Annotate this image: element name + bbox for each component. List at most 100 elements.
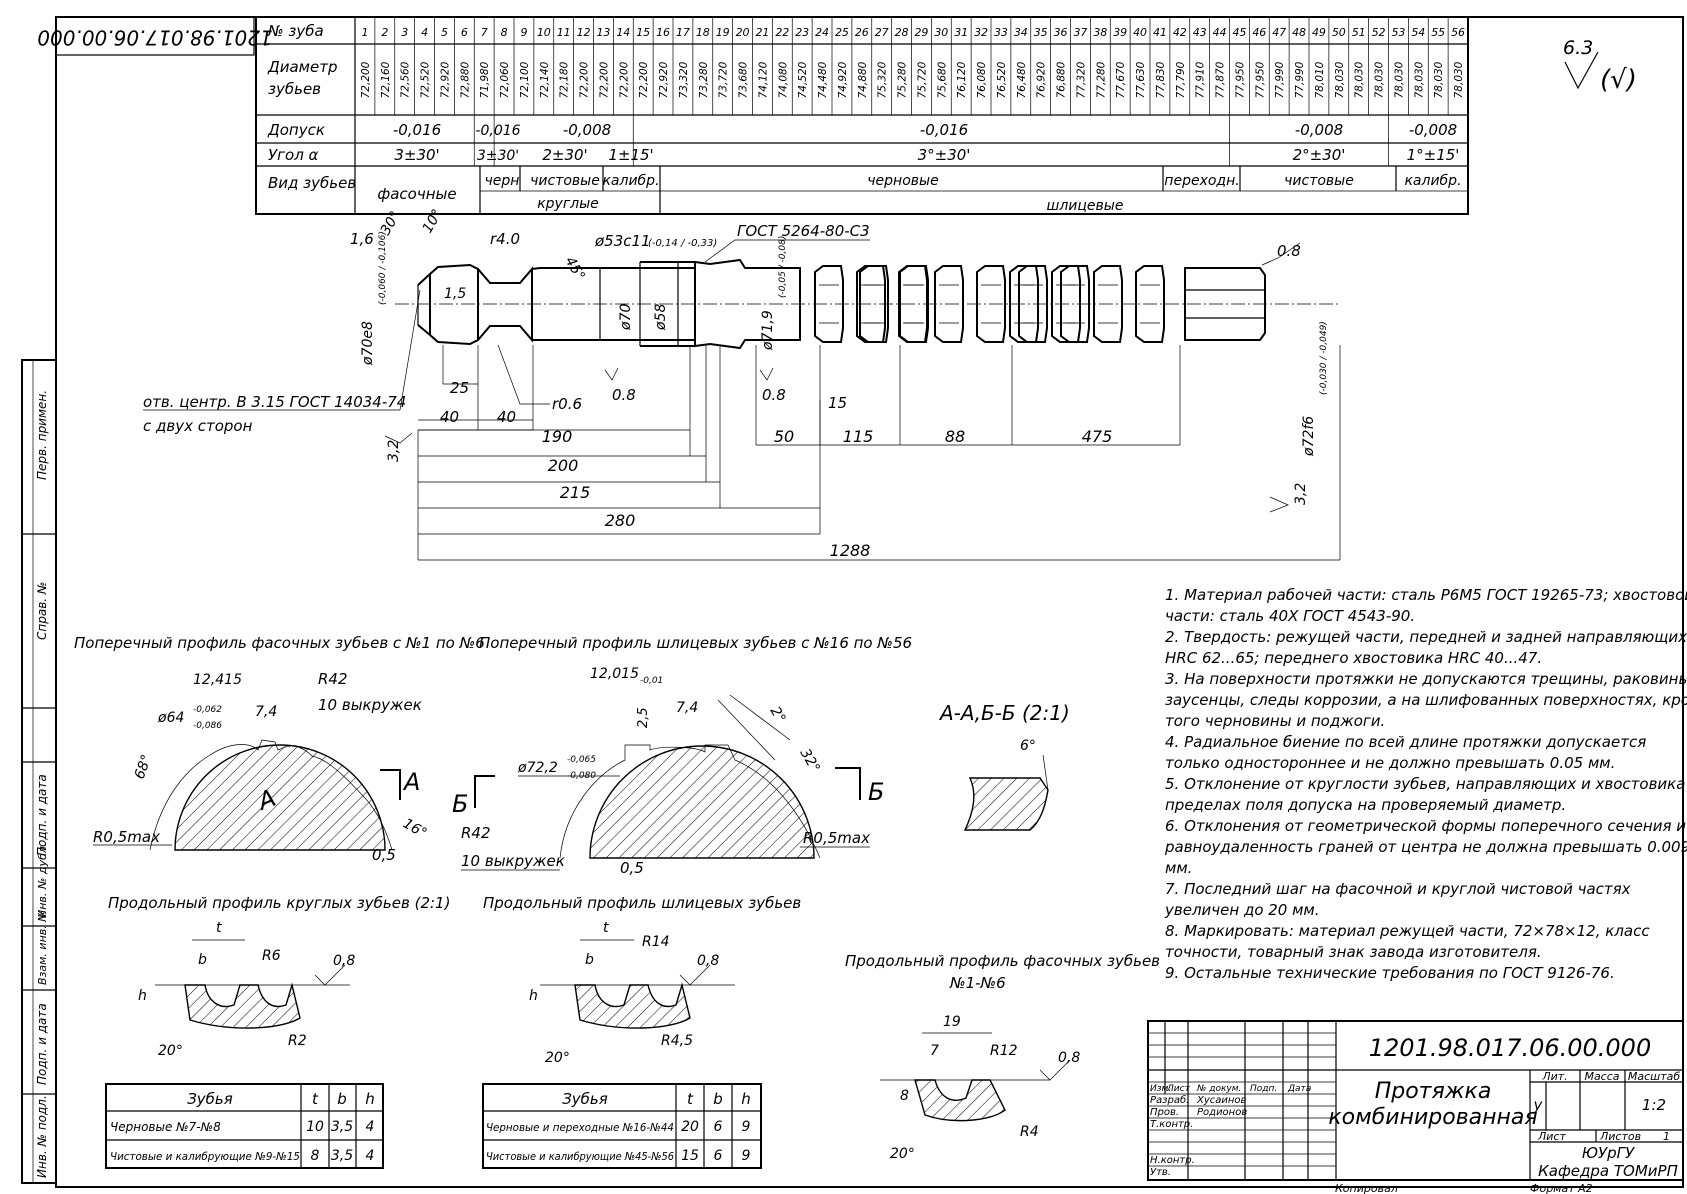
tr-h2: b bbox=[337, 1090, 347, 1108]
ts-h3: h bbox=[741, 1090, 751, 1108]
tooth-number: 25 bbox=[835, 26, 849, 39]
aa-title: А-А,Б-Б (2:1) bbox=[938, 701, 1070, 725]
tooth-diameter: 73,720 bbox=[718, 61, 730, 98]
cs2-10vyk: 10 выкружек bbox=[461, 852, 565, 870]
title-block: 1201.98.017.06.00.000 Протяжка комбиниро… bbox=[1147, 1020, 1684, 1194]
tb-scale-head: Масштаб bbox=[1628, 1070, 1680, 1083]
tooth-number: 9 bbox=[520, 26, 527, 39]
cs1-d64-tol1: -0,062 bbox=[193, 705, 222, 715]
cs1-05: 0,5 bbox=[372, 846, 396, 864]
lbl-d53-tol: (-0,14 / -0,33) bbox=[648, 238, 717, 249]
lbl-15: 15 bbox=[828, 394, 847, 412]
tol-3: -0,008 bbox=[563, 121, 611, 139]
strip-orig-inv: Инв. № подл. bbox=[35, 1095, 49, 1178]
cs1-A-right: A bbox=[402, 768, 420, 796]
rp-b: b bbox=[198, 952, 207, 968]
lbl-40b: 40 bbox=[497, 408, 516, 426]
lbl-d70e8-tol: (-0,060 / -0,106) bbox=[378, 231, 388, 305]
tooth-columns: 172,200272,160372,560472,520572,920672,8… bbox=[360, 17, 1465, 166]
tb-head-sign: Подп. bbox=[1250, 1084, 1277, 1094]
tb-person-1: Хусаинов bbox=[1196, 1095, 1247, 1106]
tooth-diameter: 77,280 bbox=[1095, 61, 1107, 98]
ts-h1: t bbox=[687, 1090, 694, 1108]
tb-org-2: Кафедра ТОМиРП bbox=[1538, 1162, 1678, 1180]
ts-r1c1: 15 bbox=[681, 1148, 699, 1164]
chamfer-profile-title-1: Продольный профиль фасочных зубьев bbox=[845, 952, 1160, 970]
sp-h: h bbox=[529, 988, 538, 1004]
cs1-12415: 12,415 bbox=[193, 672, 242, 688]
cs2-r42: R42 bbox=[461, 824, 491, 842]
lbl-d71-9-tol: (-0,05 / -0,08) bbox=[778, 236, 788, 298]
tooth-diameter: 76,120 bbox=[956, 61, 968, 98]
lbl-1-6: 1,6 bbox=[350, 230, 374, 248]
tb-sheets-label: Листов bbox=[1599, 1130, 1641, 1143]
broach-main-view: 190 200 215 280 1288 50 115 88 475 1,6 3… bbox=[143, 206, 1341, 561]
label-angle: Угол α bbox=[268, 146, 319, 164]
tb-role-check: Пров. bbox=[1150, 1107, 1179, 1118]
cs2-d72-tol1: -0,065 bbox=[567, 755, 596, 765]
cp-7: 7 bbox=[930, 1043, 939, 1059]
tooth-diameter: 74,080 bbox=[777, 61, 789, 98]
center-note-1: отв. центр. В 3.15 ГОСТ 14034-74 bbox=[143, 393, 406, 411]
tooth-number: 50 bbox=[1332, 26, 1346, 39]
tooth-diameter: 74,880 bbox=[857, 61, 869, 98]
note-line: 6. Отклонения от геометрической формы по… bbox=[1165, 817, 1686, 835]
ts-r0c3: 9 bbox=[742, 1119, 751, 1135]
tooth-number: 12 bbox=[577, 26, 591, 39]
tooth-number: 45 bbox=[1232, 26, 1246, 39]
tooth-diameter: 77,790 bbox=[1175, 61, 1187, 98]
tr-r0c3: 4 bbox=[366, 1119, 375, 1135]
lbl-1-5: 1,5 bbox=[444, 286, 466, 302]
tooth-diameter: 78,030 bbox=[1393, 61, 1405, 98]
label-tooth-no: № зуба bbox=[267, 22, 324, 40]
sp-r14: R14 bbox=[642, 934, 670, 950]
round-tooth-profile bbox=[184, 982, 301, 1029]
tb-head-date: Дата bbox=[1287, 1084, 1311, 1094]
tooth-diameter: 77,320 bbox=[1075, 61, 1087, 98]
tooth-diameter: 72,180 bbox=[559, 61, 571, 98]
tol-1: -0,016 bbox=[393, 121, 441, 139]
tooth-diameter: 78,030 bbox=[1334, 61, 1346, 98]
tooth-diameter: 78,030 bbox=[1453, 61, 1465, 98]
tooth-number: 5 bbox=[441, 26, 448, 39]
dim-88: 88 bbox=[945, 427, 965, 446]
tooth-number: 35 bbox=[1034, 26, 1048, 39]
rp-r6: R6 bbox=[262, 948, 281, 964]
note-line: 3. На поверхности протяжки не допускаютс… bbox=[1165, 670, 1687, 688]
tooth-number: 47 bbox=[1272, 26, 1286, 39]
tooth-diameter: 72,060 bbox=[499, 61, 511, 98]
tol-2: -0,016 bbox=[475, 123, 520, 139]
lbl-d71-9: ø71,9 bbox=[760, 310, 776, 351]
ts-r1c0: Чистовые и калибрующие №45-№56 bbox=[486, 1150, 674, 1163]
kind-calib-spline: калибр. bbox=[1404, 173, 1461, 189]
chamfer-section-title: Поперечный профиль фасочных зубьев с №1 … bbox=[74, 634, 485, 652]
cp-08: 0,8 bbox=[1058, 1050, 1080, 1066]
tooth-number: 36 bbox=[1054, 26, 1068, 39]
tooth-diameter: 78,010 bbox=[1314, 61, 1326, 98]
cs1-7-4: 7,4 bbox=[255, 704, 277, 720]
rp-08: 0,8 bbox=[333, 953, 355, 969]
kind-round: круглые bbox=[537, 196, 599, 212]
center-note-2: с двух сторон bbox=[143, 417, 253, 435]
strip-sign-date-2: Подп. и дата bbox=[35, 1003, 49, 1085]
lbl-d53: ø53c11 bbox=[594, 232, 651, 250]
tooth-diameter: 76,880 bbox=[1056, 61, 1068, 98]
strip-replace-inv: Взам. инв. № bbox=[36, 910, 49, 985]
tooth-diameter: 75,720 bbox=[916, 61, 928, 98]
sp-r45: R4,5 bbox=[661, 1033, 693, 1049]
angle-6: 2°±30' bbox=[1293, 146, 1346, 164]
rp-20deg: 20° bbox=[158, 1043, 183, 1059]
tr-h3: h bbox=[365, 1090, 375, 1108]
broach-tooth bbox=[899, 265, 929, 343]
tb-lit-head: Лит. bbox=[1541, 1070, 1567, 1083]
rotated-code-box bbox=[55, 16, 255, 56]
tooth-number: 41 bbox=[1153, 26, 1167, 39]
cs2-2-5: 2,5 bbox=[636, 707, 651, 728]
tooth-diameter: 72,200 bbox=[618, 61, 630, 98]
ts-h2: b bbox=[713, 1090, 723, 1108]
rp-h: h bbox=[138, 988, 147, 1004]
ts-h0: Зубья bbox=[562, 1090, 608, 1108]
note-line: мм. bbox=[1165, 859, 1192, 877]
tooth-diameter: 72,200 bbox=[638, 61, 650, 98]
kind-finish: чистовые bbox=[530, 173, 600, 189]
